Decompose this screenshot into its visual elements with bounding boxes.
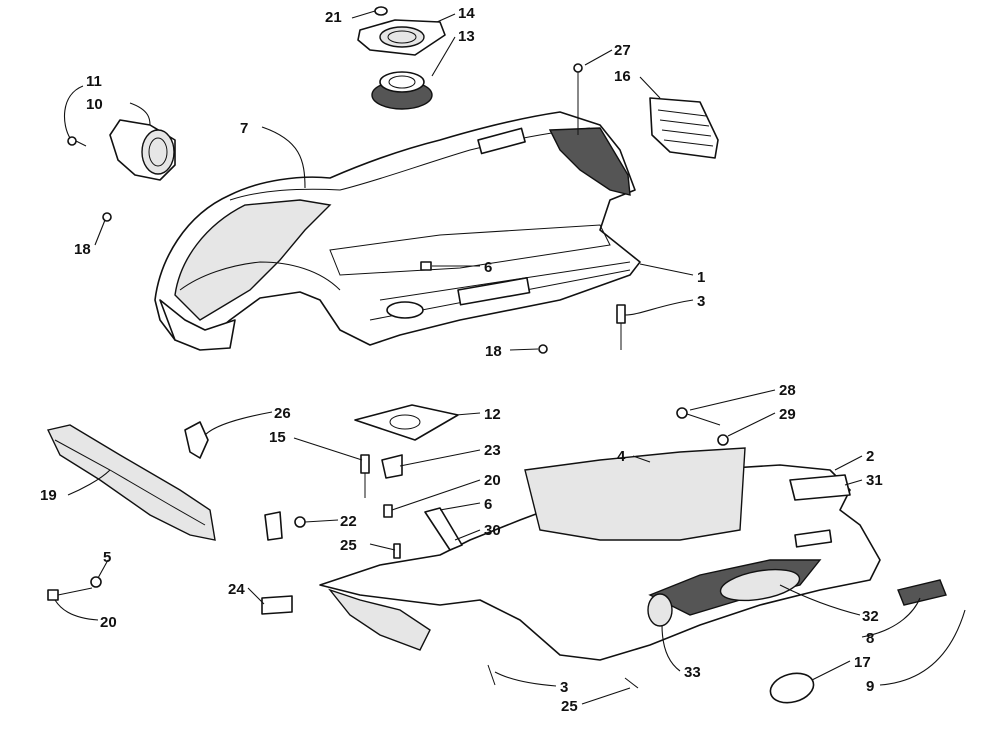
plate-part-14	[357, 19, 446, 56]
callout-18-upper: 18	[74, 241, 91, 258]
screw-part-11	[67, 136, 87, 147]
rivet-part-3-lower	[487, 664, 496, 686]
bumper-part-19	[46, 424, 216, 541]
callout-24: 24	[228, 581, 245, 598]
callout-22: 22	[340, 513, 357, 530]
callout-26: 26	[274, 405, 291, 422]
bracket-part-30	[424, 507, 463, 551]
plate-part-12	[354, 404, 459, 441]
grommet-part-13	[371, 71, 433, 110]
screw-part-18-lower	[538, 344, 548, 354]
callout-7: 7	[240, 120, 248, 137]
ring-part-33	[647, 593, 673, 627]
callout-10: 10	[86, 96, 103, 113]
leader-lines	[54, 10, 966, 705]
screw-part-28	[676, 407, 721, 426]
callout-labels: 21 14 13 27 16 11 10 7 18 6 1 3 18 28 29…	[40, 5, 883, 715]
bracket-part-22-area	[264, 511, 306, 541]
callout-18-lower: 18	[485, 343, 502, 360]
callout-33: 33	[684, 664, 701, 681]
callout-17: 17	[854, 654, 871, 671]
screw-part-18-upper	[102, 212, 112, 222]
callout-28: 28	[779, 382, 796, 399]
callout-15: 15	[269, 429, 286, 446]
cup-part-10	[109, 119, 176, 181]
callout-23: 23	[484, 442, 501, 459]
grille-part-16	[649, 97, 719, 159]
screw-part-25-lower	[624, 677, 639, 689]
callout-27: 27	[614, 42, 631, 59]
callout-20-mid: 20	[484, 472, 501, 489]
screw-part-27	[573, 63, 583, 135]
callout-12: 12	[484, 406, 501, 423]
callout-1: 1	[697, 269, 705, 286]
bracket-part-24	[261, 595, 293, 615]
callout-13: 13	[458, 28, 475, 45]
callout-11: 11	[86, 73, 102, 90]
callout-9: 9	[866, 678, 874, 695]
callout-31: 31	[866, 472, 883, 489]
callout-25-upper: 25	[340, 537, 357, 554]
clamp-part-23	[381, 454, 403, 479]
rivet-part-15	[360, 454, 370, 498]
callout-21-top: 21	[325, 9, 342, 26]
callout-6-upper: 6	[484, 259, 492, 276]
callout-20-lower: 20	[100, 614, 117, 631]
seat-panel-part-4	[524, 447, 746, 541]
callout-8: 8	[866, 630, 874, 647]
cap-part-17	[769, 672, 815, 704]
screw-part-25-upper	[393, 543, 401, 559]
screw-part-20-lower	[47, 587, 93, 601]
callout-32: 32	[862, 608, 879, 625]
clip-part-26	[184, 421, 209, 459]
callout-3-lower: 3	[560, 679, 568, 696]
callout-14: 14	[458, 5, 475, 22]
callout-3-upper: 3	[697, 293, 705, 310]
callout-6-lower: 6	[484, 496, 492, 513]
callout-19: 19	[40, 487, 57, 504]
callout-16: 16	[614, 68, 631, 85]
rivet-part-3-upper	[616, 304, 626, 350]
callout-4: 4	[617, 448, 626, 465]
screw-part-20-mid	[383, 504, 393, 518]
upper-hood-part-1	[154, 111, 641, 351]
washer-part-5	[90, 576, 102, 588]
lens-part-8	[897, 579, 947, 606]
callout-29: 29	[779, 406, 796, 423]
cap-part-21	[374, 6, 388, 16]
washer-part-29	[717, 434, 729, 446]
callout-2: 2	[866, 448, 874, 465]
callout-5: 5	[103, 549, 111, 566]
trim-part-31	[789, 474, 851, 501]
callout-30: 30	[484, 522, 501, 539]
nut-part-6-upper	[420, 261, 432, 271]
callout-25-lower: 25	[561, 698, 578, 715]
